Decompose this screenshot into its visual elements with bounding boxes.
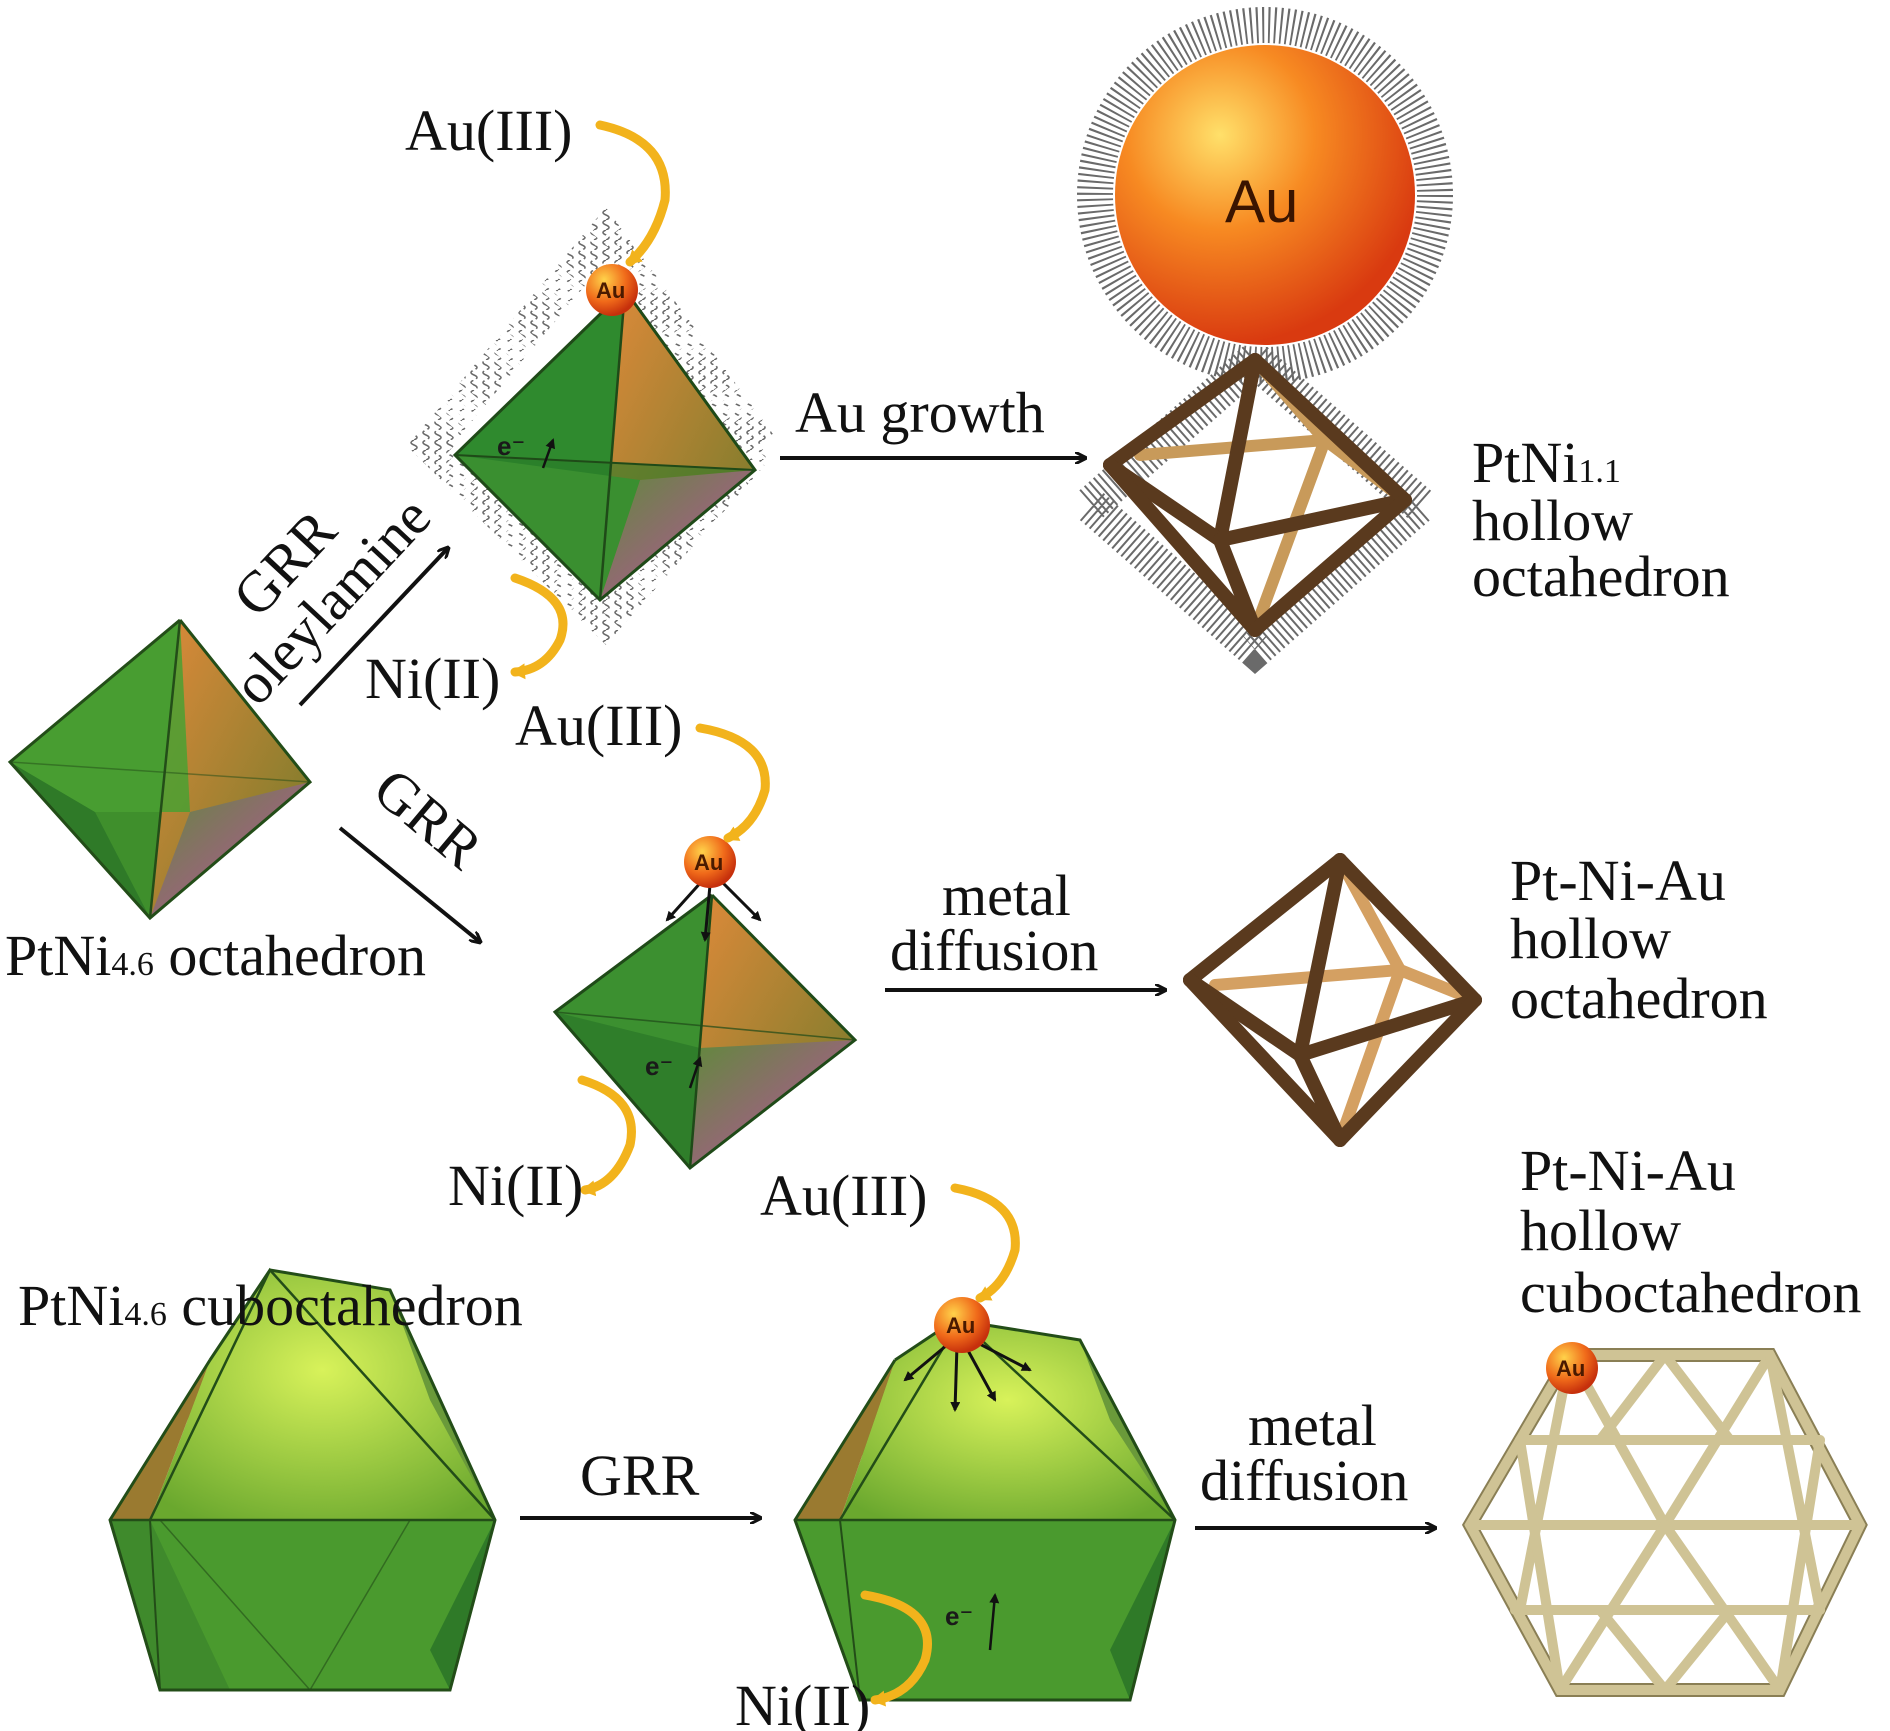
label-ptni46-octahedron: PtNi4.6 octahedron	[5, 923, 426, 988]
ptni-octahedron-start	[7, 618, 313, 921]
label-diffusion-bottom: diffusion	[1200, 1448, 1408, 1513]
ligand-halo-top-octahedron	[407, 207, 782, 645]
label-diffusion-mid: diffusion	[890, 918, 1098, 983]
au-particle-hollow-cubo: Au	[1546, 1342, 1598, 1394]
au-sphere: Au	[1115, 45, 1415, 345]
au-arrows-mid	[665, 878, 762, 942]
label-grr-bottom: GRR	[580, 1443, 700, 1508]
au-particle-mid: Au	[684, 836, 736, 888]
svg-text:Au: Au	[1556, 1356, 1585, 1381]
label-hollow-3: hollow	[1520, 1198, 1681, 1263]
label-hollow-1: hollow	[1472, 488, 1633, 553]
au-particle-bottom: Au	[934, 1297, 990, 1353]
label-metal-bottom: metal	[1248, 1393, 1377, 1458]
label-ni2-bottom: Ni(II)	[735, 1673, 870, 1731]
hollow-octahedron-ptni11	[1103, 353, 1412, 637]
label-metal-mid: metal	[942, 863, 1071, 928]
ptni-cuboctahedron-start	[108, 1267, 497, 1692]
arrow-grr-mid	[338, 826, 480, 942]
label-au-growth: Au growth	[795, 380, 1045, 445]
octahedron-top-grr	[452, 288, 758, 603]
svg-text:e⁻: e⁻	[645, 1051, 673, 1081]
svg-text:e⁻: e⁻	[945, 1601, 973, 1631]
hollow-octahedron-ptniau	[1183, 853, 1482, 1147]
octahedron-mid-grr	[552, 893, 858, 1171]
hollow-cuboctahedron-ptniau	[1461, 1348, 1868, 1697]
svg-text:Au: Au	[694, 850, 723, 875]
gold-arrows	[510, 120, 1020, 1707]
svg-text:e⁻: e⁻	[497, 431, 525, 461]
label-au3-bottom: Au(III)	[760, 1163, 927, 1228]
label-ptniau-1: Pt-Ni-Au	[1510, 848, 1726, 913]
svg-text:Au: Au	[596, 278, 625, 303]
ligand-halo-au-sphere	[1077, 7, 1453, 383]
svg-text:Au: Au	[1225, 168, 1298, 235]
electron-top: e⁻	[497, 431, 556, 469]
electron-bottom: e⁻	[945, 1593, 1000, 1651]
label-ptniau-2: Pt-Ni-Au	[1520, 1138, 1736, 1203]
label-ni2-top: Ni(II)	[365, 646, 500, 711]
label-cuboctahedron-3: cuboctahedron	[1520, 1260, 1861, 1325]
svg-text:Au: Au	[946, 1313, 975, 1338]
label-octahedron-1: octahedron	[1472, 544, 1730, 609]
label-octahedron-2: octahedron	[1510, 966, 1768, 1031]
electron-mid: e⁻	[645, 1051, 703, 1089]
label-au3-mid: Au(III)	[515, 693, 682, 758]
label-ni2-mid: Ni(II)	[448, 1153, 583, 1218]
cuboctahedron-bottom-grr	[793, 1318, 1177, 1702]
au-particle-top: Au	[586, 264, 638, 316]
label-au3-top: Au(III)	[405, 98, 572, 163]
label-ptni46-cuboctahedron: PtNi4.6 cuboctahedron	[18, 1273, 523, 1338]
label-hollow-2: hollow	[1510, 906, 1671, 971]
label-ptni11: PtNi1.1	[1472, 430, 1621, 495]
arrow-grr-oleylamine	[298, 548, 448, 707]
process-arrows	[298, 458, 1435, 1528]
